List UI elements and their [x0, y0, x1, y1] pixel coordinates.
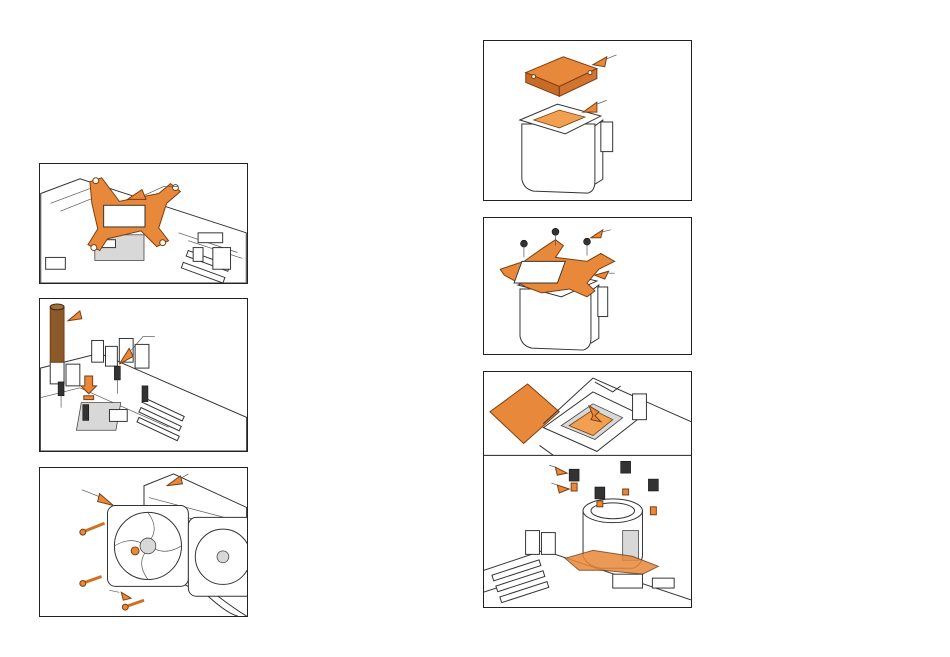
standoffs-illustration	[40, 299, 247, 451]
step-fan-mount-panel	[39, 467, 248, 617]
mount-bracket-illustration	[484, 218, 691, 354]
cpu-install-illustration	[484, 372, 691, 607]
step-standoffs-panel	[39, 298, 248, 452]
backplate-illustration	[40, 164, 247, 283]
step-backplate-panel	[39, 163, 248, 284]
pump-head-illustration	[484, 41, 691, 200]
step-mount-bracket-panel	[483, 217, 692, 355]
step-cpu-install-panel	[483, 371, 692, 608]
fan-radiator-illustration	[40, 468, 247, 616]
step-thermal-pad-panel	[483, 40, 692, 201]
